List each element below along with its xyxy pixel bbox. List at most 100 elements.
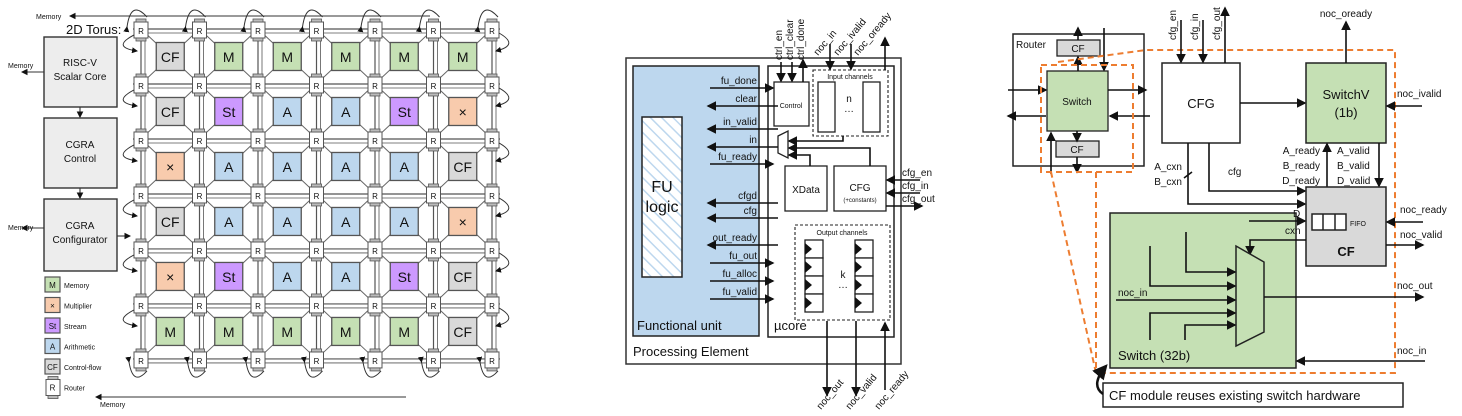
svg-text:A: A — [400, 159, 410, 175]
cf-module-panel: Router CF Switch CF CFG cfg_en cfg_in cf… — [1006, 6, 1447, 408]
router: R — [192, 238, 207, 262]
svg-text:Control-flow: Control-flow — [64, 365, 102, 372]
memory-label-bottom: Memory — [100, 402, 126, 409]
svg-text:M: M — [398, 324, 410, 340]
pe-multiplier: × — [155, 261, 185, 292]
svg-text:A: A — [50, 343, 56, 352]
router: R — [484, 348, 500, 372]
fu-title: Functional unit — [637, 318, 722, 333]
sig-fu-ready: fu_ready — [718, 152, 757, 163]
sig-noc-ready-bottom: noc_ready — [873, 369, 911, 412]
fu-logic-box — [641, 116, 683, 278]
sig-noc-ready: noc_ready — [1400, 205, 1447, 216]
svg-text:CF: CF — [453, 324, 472, 340]
svg-text:Router: Router — [64, 386, 86, 393]
svg-text:A: A — [283, 214, 293, 230]
router: R — [192, 183, 207, 207]
cfg-block-label: CFG — [1187, 96, 1214, 111]
pe-m: M — [389, 41, 419, 72]
svg-text:St: St — [398, 104, 411, 120]
pe-st: St — [389, 261, 419, 292]
pe-a: A — [214, 206, 244, 237]
pe-m: M — [448, 41, 478, 72]
sig-a-valid: A_valid — [1337, 146, 1370, 157]
svg-text:A: A — [341, 104, 351, 120]
sig-d-valid: D_valid — [1337, 176, 1370, 187]
sig-a-cxn: A_cxn — [1154, 162, 1182, 173]
svg-text:R: R — [431, 247, 437, 256]
router: R — [192, 73, 207, 97]
pe-m: M — [331, 316, 361, 347]
pe-a: A — [331, 96, 361, 127]
router: R — [367, 348, 383, 372]
router: R — [250, 348, 266, 372]
pe-st: St — [214, 261, 244, 292]
svg-text:R: R — [489, 247, 495, 256]
control-label-line2: Control — [64, 154, 96, 165]
sig-in: in — [749, 135, 757, 146]
sig-noc-ivalid: noc_ivalid — [1397, 89, 1441, 100]
svg-text:R: R — [197, 192, 203, 201]
input-channels-label: Input channels — [827, 74, 873, 81]
router: R — [250, 73, 266, 97]
cgra-configurator-block: CGRA Configurator — [43, 198, 118, 272]
router: R — [250, 128, 266, 152]
svg-text:R: R — [138, 302, 144, 311]
svg-text:R: R — [314, 192, 320, 201]
pe-a: A — [331, 151, 361, 182]
svg-text:R: R — [489, 192, 495, 201]
svg-text:M: M — [457, 49, 469, 65]
router: R — [367, 293, 383, 317]
router: R — [426, 238, 441, 262]
svg-text:Stream: Stream — [64, 324, 87, 331]
svg-text:R: R — [489, 27, 495, 36]
pe-a: A — [272, 261, 302, 292]
router: R — [309, 293, 324, 317]
router-inset-label: Router — [1016, 40, 1047, 51]
sig-cfg: cfg — [744, 206, 757, 217]
router: R — [367, 73, 383, 97]
sig-d-ready: D_ready — [1282, 176, 1320, 187]
svg-text:A: A — [224, 214, 234, 230]
sig-fu-alloc: fu_alloc — [723, 269, 757, 280]
pe-cf: CF — [448, 151, 478, 182]
svg-text:R: R — [138, 82, 144, 91]
svg-text:R: R — [50, 384, 56, 393]
switchv-block — [1305, 62, 1387, 144]
svg-text:CF: CF — [47, 363, 58, 372]
pe-a: A — [272, 206, 302, 237]
router: R — [309, 73, 324, 97]
pe-m: M — [272, 41, 302, 72]
pe-cf: CF — [155, 41, 185, 72]
legend-item: ×Multiplier — [44, 296, 93, 314]
control-label: Control — [780, 103, 803, 110]
sig-cfgd: cfgd — [738, 191, 757, 202]
output-queues — [804, 239, 874, 313]
svg-text:Multiplier: Multiplier — [64, 304, 93, 311]
svg-text:R: R — [197, 357, 203, 366]
router-switch-label: Switch — [1062, 97, 1091, 108]
svg-text:×: × — [459, 104, 467, 120]
processing-element-panel: Processing Element FU logic Functional u… — [625, 11, 935, 412]
svg-text:R: R — [255, 82, 261, 91]
svg-text:M: M — [223, 49, 235, 65]
router: R — [250, 293, 266, 317]
fifo — [1311, 213, 1347, 231]
svg-text:R: R — [197, 27, 203, 36]
ucore-title: µcore — [774, 318, 807, 333]
router: R — [484, 128, 500, 152]
configurator-label-line2: Configurator — [52, 235, 108, 246]
svg-text:R: R — [431, 82, 437, 91]
router: R — [309, 128, 324, 152]
pe-a: A — [389, 206, 419, 237]
svg-text:R: R — [138, 357, 144, 366]
legend-item: CF Control-flow — [44, 358, 102, 375]
svg-text:M: M — [223, 324, 235, 340]
output-channels-label: Output channels — [817, 230, 868, 237]
router: R — [250, 238, 266, 262]
svg-text:R: R — [431, 357, 437, 366]
svg-text:R: R — [431, 137, 437, 146]
router: R — [192, 18, 207, 42]
svg-text:R: R — [255, 27, 261, 36]
